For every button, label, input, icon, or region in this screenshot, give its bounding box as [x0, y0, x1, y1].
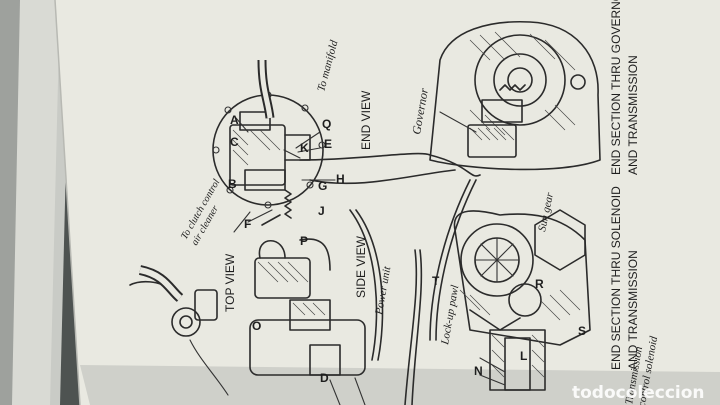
letter-t: T [432, 274, 440, 288]
letter-d: D [320, 371, 329, 385]
letter-p: P [300, 234, 308, 248]
letter-o: O [252, 319, 261, 333]
caption-end-view: END VIEW [359, 90, 373, 150]
letter-j: J [318, 204, 325, 218]
power-unit-assembly [129, 238, 366, 405]
letter-f: F [244, 217, 251, 231]
letter-l: L [520, 349, 527, 363]
letter-r: R [535, 277, 544, 291]
solenoid-section [453, 209, 591, 391]
letter-g: G [318, 179, 327, 193]
end-view-label: END VIEW [359, 90, 373, 150]
governor-section-line1: END SECTION THRU GOVERNOR [609, 0, 623, 175]
caption-side-view: SIDE VIEW [354, 235, 368, 298]
end-view-assembly [212, 59, 336, 233]
letter-k: K [300, 141, 309, 155]
side-view-label: SIDE VIEW [354, 235, 368, 298]
letter-n: N [474, 364, 483, 378]
control-cables [299, 152, 481, 405]
governor-section-line2: AND TRANSMISSION [626, 55, 640, 175]
reference-letters: A B C D E F G H J K L N O P Q R S T [228, 113, 586, 385]
letter-a: A [230, 113, 239, 127]
solenoid-section-line2: AND TRANSMISSION [626, 250, 640, 370]
solenoid-section-line1: END SECTION THRU SOLENOID [609, 186, 623, 370]
caption-governor-section: END SECTION THRU GOVERNOR AND TRANSMISSI… [609, 0, 640, 175]
letter-e: E [324, 137, 332, 151]
letter-b: B [228, 177, 237, 191]
caption-top-view: TOP VIEW [223, 253, 237, 312]
caption-solenoid-section: END SECTION THRU SOLENOID AND TRANSMISSI… [609, 186, 640, 370]
letter-c: C [230, 135, 239, 149]
letter-q: Q [322, 117, 331, 131]
top-view-label: TOP VIEW [223, 253, 237, 312]
letter-h: H [336, 172, 345, 186]
governor-section [429, 20, 601, 171]
watermark-text: todocoleccion [572, 383, 705, 403]
letter-s: S [578, 324, 586, 338]
